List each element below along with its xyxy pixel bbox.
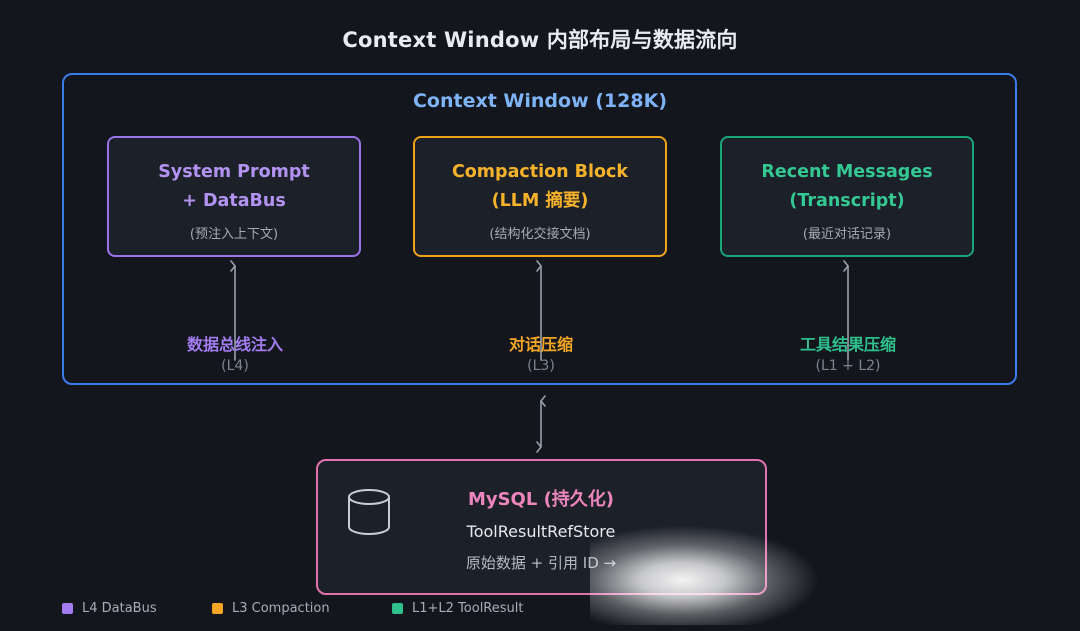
card-subtitle: (结构化交接文档)	[489, 227, 591, 242]
edge-label-l4: 数据总线注入	[186, 335, 283, 354]
storage-arrow-down-icon	[536, 441, 542, 453]
legend-item-l1-l2: L1+L2 ToolResult	[392, 600, 523, 616]
card-title-line1: Compaction Block	[451, 162, 629, 182]
legend-item-l4: L4 DataBus	[62, 600, 157, 616]
database-icon	[348, 489, 390, 535]
legend-swatch	[62, 602, 73, 614]
legend-label: L3 Compaction	[232, 600, 330, 616]
storage-description: 原始数据 + 引用 ID →	[465, 554, 617, 572]
card-subtitle: (预注入上下文)	[189, 227, 279, 242]
card-subtitle: (最近对话记录)	[802, 227, 892, 242]
context-window-frame	[62, 73, 1017, 385]
recent-messages-card: Recent Messages (Transcript) (最近对话记录)	[720, 136, 974, 257]
legend-item-l3: L3 Compaction	[212, 600, 330, 616]
legend-label: L4 DataBus	[82, 600, 157, 616]
edge-level-l4: (L4)	[221, 358, 249, 374]
edge-level-l3: (L3)	[527, 358, 555, 374]
storage-subtitle: ToolResultRefStore	[466, 522, 616, 541]
context-window-title: Context Window (128K)	[412, 90, 667, 112]
card-title-line2: (LLM 摘要)	[491, 191, 589, 211]
card-title-line2: + DataBus	[182, 191, 286, 211]
edge-label-l1-l2: 工具结果压缩	[799, 335, 896, 354]
card-title-line1: Recent Messages	[761, 162, 933, 182]
compaction-block-card: Compaction Block (LLM 摘要) (结构化交接文档)	[413, 136, 667, 257]
legend-swatch	[392, 602, 403, 614]
system-prompt-card: System Prompt + DataBus (预注入上下文)	[107, 136, 361, 257]
storage-arrow-up-icon	[540, 395, 546, 407]
card-title-line1: System Prompt	[158, 162, 310, 182]
legend-label: L1+L2 ToolResult	[412, 600, 524, 616]
edge-level-l1-l2: (L1 + L2)	[815, 358, 881, 374]
card-title-line2: (Transcript)	[789, 191, 905, 211]
legend-swatch	[212, 602, 223, 614]
storage-title: MySQL (持久化)	[467, 489, 615, 510]
diagram-title: Context Window 内部布局与数据流向	[342, 28, 738, 52]
edge-label-l3: 对话压缩	[508, 335, 573, 354]
